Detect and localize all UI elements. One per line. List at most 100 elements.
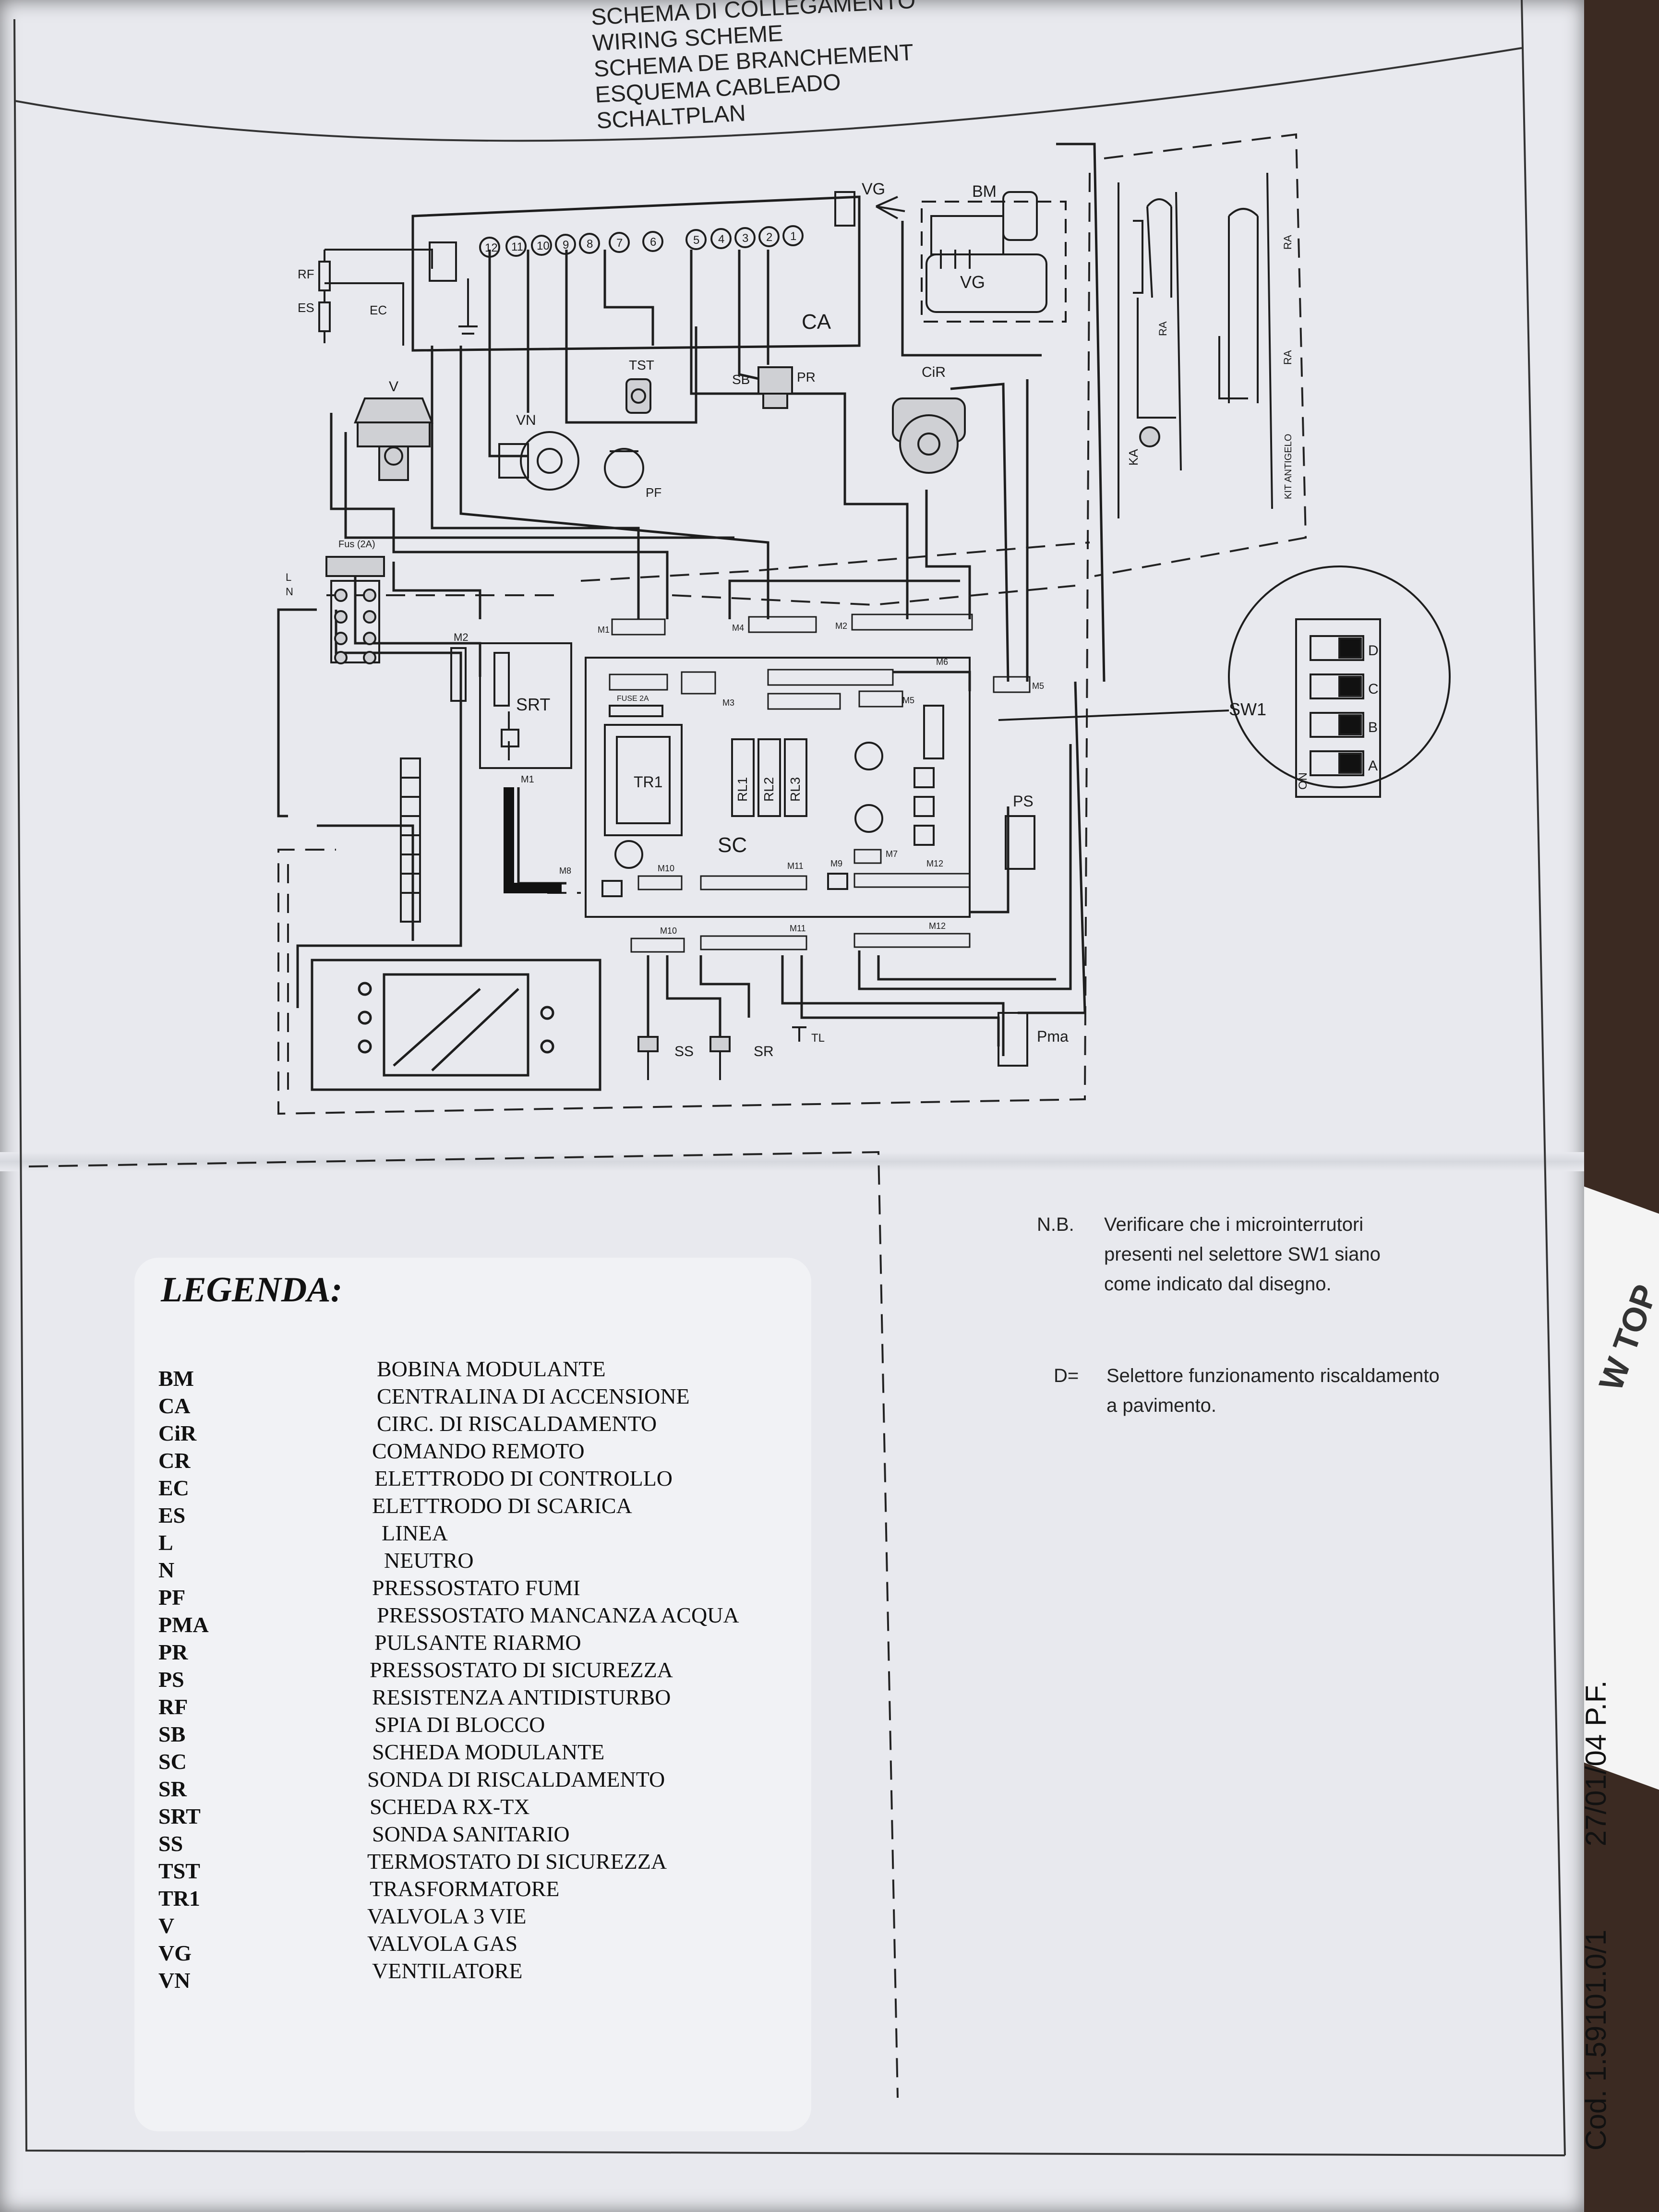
legend-code: L: [158, 1530, 173, 1555]
tr1-label: TR1: [634, 773, 662, 791]
ca-terminal-label: 12: [485, 241, 498, 254]
ca-terminal-label: 10: [537, 240, 550, 252]
ca-label: CA: [802, 310, 831, 334]
nb-line: Verificare che i microinterrutori: [1104, 1214, 1364, 1235]
pf-label: PF: [646, 485, 661, 500]
legend-description: RESISTENZA ANTIDISTURBO: [372, 1685, 671, 1709]
m2-label: M2: [835, 621, 847, 631]
ca-terminal-label: 6: [650, 236, 656, 249]
legend-code: CR: [158, 1448, 191, 1473]
legend-code: SB: [158, 1722, 186, 1746]
sr-label: SR: [754, 1044, 774, 1059]
es-label: ES: [298, 301, 314, 315]
vn-label: VN: [516, 412, 536, 428]
fan: [498, 431, 579, 491]
legend-code: N: [158, 1558, 175, 1582]
m3-label: M3: [722, 698, 734, 708]
legend-description: ELETTRODO DI SCARICA: [372, 1493, 632, 1518]
legend-box: [134, 1258, 811, 2131]
sw1-switch-c: C: [1368, 681, 1379, 697]
board-connectors: [609, 613, 1031, 953]
date-text: 27/01/04 P.F.: [1580, 1680, 1612, 1847]
srt-label: SRT: [516, 695, 550, 714]
control-panel: [311, 959, 601, 1091]
m10-label: M10: [660, 926, 677, 936]
ca-terminal-label: 5: [693, 234, 699, 247]
l-label: L: [286, 571, 291, 583]
legend-description: PRESSOSTATO DI SICUREZZA: [370, 1658, 673, 1682]
ribbon-cable: [504, 787, 562, 893]
legend-code: CiR: [158, 1421, 197, 1445]
gas-valve-group: [834, 191, 1067, 323]
fume-pressure-switch: [604, 448, 644, 488]
m8-label: M8: [559, 866, 571, 876]
legend-description: VALVOLA 3 VIE: [367, 1904, 527, 1928]
ra-label-3: RA: [1282, 350, 1294, 365]
legend-description: TERMOSTATO DI SICUREZZA: [367, 1849, 667, 1874]
legend-description: SCHEDA MODULANTE: [372, 1740, 605, 1764]
legend-code: PMA: [158, 1612, 209, 1637]
kit-antigelo-label: KIT ANTIGELO: [1283, 434, 1294, 499]
n-label: N: [286, 586, 293, 598]
wiring-diagram: 12 11 10 9 8 7 6 5 4 3 2 1 CA RF ES EC V…: [13, 0, 1566, 2156]
sw1-label: SW1: [1229, 699, 1266, 719]
legend-code: SR: [158, 1777, 187, 1801]
srt-board: [450, 642, 572, 769]
legend-description: COMANDO REMOTO: [372, 1439, 585, 1463]
antifreeze-kit: [1118, 172, 1273, 518]
legend-description: TRASFORMATORE: [370, 1876, 560, 1901]
ca-terminal-label: 2: [766, 231, 772, 244]
m9-label: M9: [830, 859, 842, 868]
legend-code: PF: [158, 1585, 186, 1610]
sw1-selector: [998, 565, 1451, 798]
ra-label-1: RA: [1157, 321, 1169, 336]
ca-terminal-label: 11: [511, 240, 523, 253]
ca-terminal-label: 8: [587, 238, 593, 251]
m12-label: M12: [929, 921, 946, 931]
legend-code: TST: [158, 1859, 200, 1883]
v-label: V: [389, 379, 398, 395]
rl3-label: RL3: [788, 777, 803, 802]
ca-terminals: 12 11 10 9 8 7 6 5 4 3 2 1 CA: [479, 225, 831, 334]
m11-label: M11: [790, 924, 806, 933]
legend-description: LINEA: [382, 1521, 448, 1545]
legend-description: PRESSOSTATO FUMI: [372, 1575, 580, 1600]
m5-board-label: M5: [902, 696, 914, 705]
electrodes: [318, 241, 478, 346]
legend-code: ES: [158, 1503, 186, 1527]
ka-label: KA: [1126, 449, 1141, 466]
d-label: D=: [1054, 1365, 1079, 1386]
rl2-label: RL2: [761, 777, 776, 802]
m6-label: M6: [936, 657, 948, 667]
tst-label: TST: [629, 358, 654, 373]
sw1-switch-a: A: [1368, 758, 1378, 774]
m4-label: M4: [732, 623, 744, 633]
code-text: Cod. 1.59101.0/1: [1580, 1929, 1612, 2151]
legend-code: SC: [158, 1749, 187, 1774]
sb-label: SB: [732, 372, 750, 387]
legend-code: SRT: [158, 1804, 201, 1828]
ca-terminal-label: 4: [718, 233, 724, 246]
legend-description: VALVOLA GAS: [367, 1931, 518, 1956]
legend-description: CIRC. DI RISCALDAMENTO: [377, 1411, 657, 1436]
tl-label: TL: [811, 1032, 825, 1045]
pma-label: Pma: [1037, 1028, 1069, 1045]
ca-terminal-label: 7: [616, 237, 623, 250]
d-line: a pavimento.: [1106, 1395, 1217, 1416]
nb-line: presenti nel selettore SW1 siano: [1104, 1244, 1381, 1265]
heating-pump: [892, 397, 966, 474]
d-line: Selettore funzionamento riscaldamento: [1106, 1365, 1440, 1386]
legend-description: ELETTRODO DI CONTROLLO: [374, 1466, 673, 1491]
page-frame: [13, 0, 1566, 2156]
ca-terminal-label: 3: [742, 232, 748, 245]
cir-label: CiR: [922, 364, 946, 380]
legend-description: PRESSOSTATO MANCANZA ACQUA: [377, 1603, 739, 1627]
legend-code: CA: [158, 1394, 191, 1418]
legend-description: SPIA DI BLOCCO: [374, 1712, 545, 1737]
m10-board-label: M10: [658, 864, 674, 873]
m11-board-label: M11: [787, 861, 804, 871]
legend-code: PS: [158, 1667, 184, 1692]
ec-label: EC: [370, 303, 387, 317]
three-way-valve: [354, 397, 433, 481]
m12-board-label: M12: [926, 859, 943, 868]
